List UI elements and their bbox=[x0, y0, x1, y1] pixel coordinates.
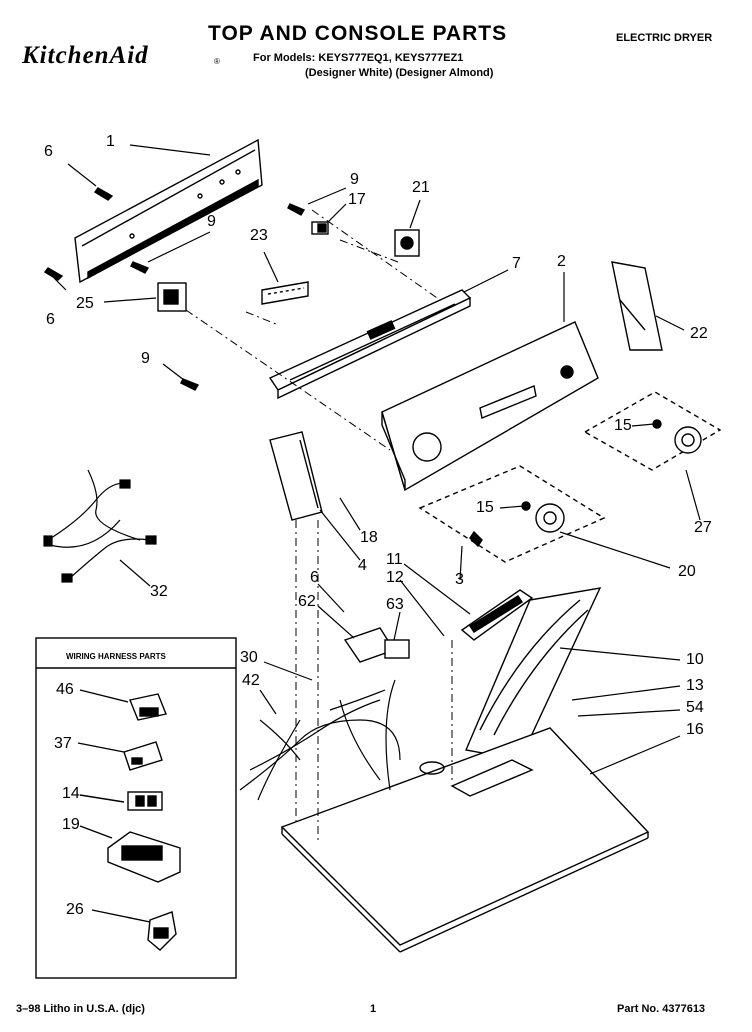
callout-37: 37 bbox=[54, 735, 72, 752]
mounting-bracket bbox=[74, 138, 263, 284]
callout-7: 7 bbox=[512, 255, 521, 272]
callout-62: 62 bbox=[298, 593, 316, 610]
callout-12: 12 bbox=[386, 569, 404, 586]
callout-6-lower: 6 bbox=[310, 569, 319, 586]
knob-group-20 bbox=[418, 465, 606, 563]
screw-9-right bbox=[287, 203, 306, 216]
callout-30: 30 bbox=[240, 649, 258, 666]
part-21 bbox=[394, 229, 420, 257]
legend-box bbox=[35, 637, 237, 979]
appliance-type: ELECTRIC DRYER bbox=[616, 32, 713, 44]
callout-15-right: 15 bbox=[614, 417, 632, 434]
callout-9-right: 9 bbox=[350, 171, 359, 188]
callout-20: 20 bbox=[678, 563, 696, 580]
legend-part-26 bbox=[147, 911, 177, 951]
main-wiring-harness bbox=[239, 679, 401, 801]
callout-9-left: 9 bbox=[207, 213, 216, 230]
page-number: 1 bbox=[370, 1003, 377, 1015]
models-line: For Models: KEYS777EQ1, KEYS777EZ1 bbox=[253, 52, 464, 64]
part-63 bbox=[384, 639, 410, 659]
callout-32: 32 bbox=[150, 583, 168, 600]
legend-title: WIRING HARNESS PARTS bbox=[66, 652, 166, 661]
knob-group-27 bbox=[583, 391, 722, 471]
callout-11: 11 bbox=[386, 551, 403, 568]
callout-19: 19 bbox=[62, 816, 80, 833]
callout-17: 17 bbox=[348, 191, 366, 208]
callout-63: 63 bbox=[386, 596, 404, 613]
screw-6-bottom bbox=[43, 267, 64, 281]
part-11 bbox=[460, 589, 534, 641]
dryer-top bbox=[280, 727, 650, 953]
legend-part-19 bbox=[107, 831, 181, 883]
timer-part bbox=[157, 282, 187, 312]
callout-26: 26 bbox=[66, 901, 84, 918]
harness-32 bbox=[43, 469, 157, 583]
callout-21: 21 bbox=[412, 179, 430, 196]
control-panel bbox=[381, 321, 599, 492]
variants-line: (Designer White) (Designer Almond) bbox=[305, 67, 494, 79]
registered-mark: ® bbox=[214, 57, 220, 66]
kitchenaid-logo: KitchenAid bbox=[22, 42, 149, 69]
callout-46: 46 bbox=[56, 681, 74, 698]
end-cap-right bbox=[611, 261, 663, 351]
callout-4: 4 bbox=[358, 557, 367, 574]
callout-22: 22 bbox=[690, 325, 708, 342]
screw-9-lower bbox=[180, 378, 200, 391]
callout-27: 27 bbox=[694, 519, 712, 536]
litho-note: 3–98 Litho in U.S.A. (djc) bbox=[16, 1003, 145, 1015]
screw-3 bbox=[469, 530, 483, 548]
callout-16: 16 bbox=[686, 721, 704, 738]
screw-6-top bbox=[93, 187, 114, 201]
callout-9-lower: 9 bbox=[141, 350, 150, 367]
callout-15-left: 15 bbox=[476, 499, 494, 516]
legend-part-46 bbox=[129, 693, 167, 721]
callout-18: 18 bbox=[360, 529, 378, 546]
part-17 bbox=[311, 221, 329, 235]
part-number: Part No. 4377613 bbox=[617, 1003, 706, 1015]
page-title: TOP AND CONSOLE PARTS bbox=[208, 22, 508, 45]
callout-14: 14 bbox=[62, 785, 80, 802]
callout-42: 42 bbox=[242, 672, 260, 689]
callout-25: 25 bbox=[76, 295, 94, 312]
end-cap-left bbox=[269, 431, 323, 521]
callout-1: 1 bbox=[106, 133, 115, 150]
callout-10: 10 bbox=[686, 651, 704, 668]
callout-13: 13 bbox=[686, 677, 704, 694]
legend-part-37 bbox=[123, 741, 163, 771]
part-23 bbox=[261, 281, 309, 305]
callout-6-bottom: 6 bbox=[46, 311, 55, 328]
callout-2: 2 bbox=[557, 253, 566, 270]
callout-54: 54 bbox=[686, 699, 704, 716]
screw-9-upper bbox=[130, 261, 150, 274]
callout-leaders bbox=[53, 144, 701, 775]
assembly-guide-lines bbox=[185, 209, 453, 840]
callout-6-top: 6 bbox=[44, 143, 53, 160]
callout-3: 3 bbox=[455, 571, 464, 588]
legend-part-14 bbox=[127, 791, 163, 811]
console-bracket bbox=[268, 289, 472, 400]
callout-23: 23 bbox=[250, 227, 268, 244]
